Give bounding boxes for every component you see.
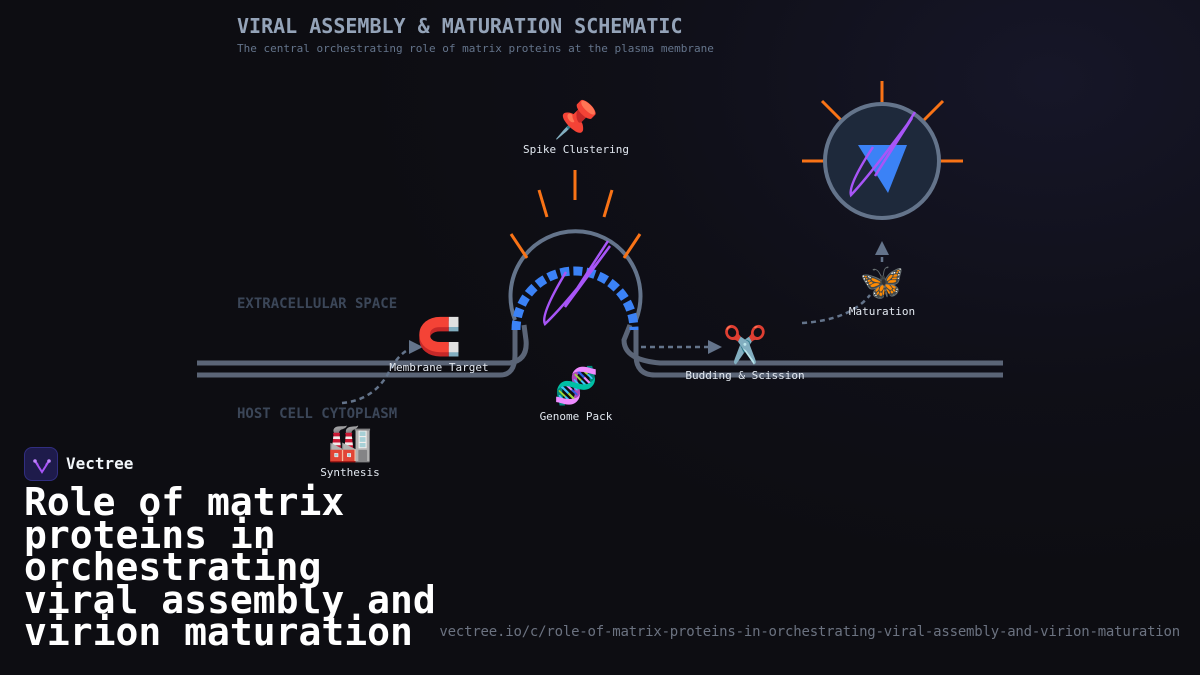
factory-icon: 🏭 <box>328 423 373 464</box>
diagram-title: VIRAL ASSEMBLY & MATURATION SCHEMATIC <box>237 14 683 38</box>
svg-text:Synthesis: Synthesis <box>320 466 380 479</box>
region-extracellular: EXTRACELLULAR SPACE <box>237 296 397 312</box>
plasma-membrane <box>197 324 1003 378</box>
svg-text:Maturation: Maturation <box>849 305 915 318</box>
headline: Role of matrix proteins in orchestrating… <box>24 480 436 654</box>
page-url: vectree.io/c/role-of-matrix-proteins-in-… <box>439 624 1180 640</box>
butterfly-icon: 🦋 <box>860 262 905 303</box>
step-genome-pack: 🧬 Genome Pack <box>540 364 613 423</box>
mature-virion <box>802 81 963 220</box>
magnet-icon: 🧲 <box>417 316 462 358</box>
vectree-logo-icon <box>33 459 51 474</box>
brand-logo <box>24 447 58 481</box>
flow-arrows <box>341 255 884 405</box>
brand-name: Vectree <box>66 454 134 473</box>
matrix-layer <box>511 266 639 331</box>
dna-icon: 🧬 <box>554 364 599 407</box>
pushpin-icon: 📌 <box>554 98 599 141</box>
bud-spikes <box>509 170 642 259</box>
genome-strand <box>542 240 612 327</box>
arrowheads <box>409 241 889 354</box>
svg-text:Budding & Scission: Budding & Scission <box>685 369 804 382</box>
svg-text:Genome Pack: Genome Pack <box>540 410 613 423</box>
step-synthesis: 🏭 Synthesis <box>320 423 380 479</box>
step-spike-clustering: 📌 Spike Clustering <box>523 98 629 156</box>
scissors-icon: ✂️ <box>723 323 768 366</box>
step-maturation: 🦋 Maturation <box>849 262 915 318</box>
svg-text:Spike Clustering: Spike Clustering <box>523 143 629 156</box>
step-budding: ✂️ Budding & Scission <box>685 323 804 382</box>
diagram-subtitle: The central orchestrating role of matrix… <box>237 42 714 55</box>
svg-text:Membrane Target: Membrane Target <box>389 361 488 374</box>
budding-envelope <box>508 229 643 321</box>
step-membrane-target: 🧲 Membrane Target <box>389 316 488 374</box>
region-cytoplasm: HOST CELL CYTOPLASM <box>237 406 397 422</box>
